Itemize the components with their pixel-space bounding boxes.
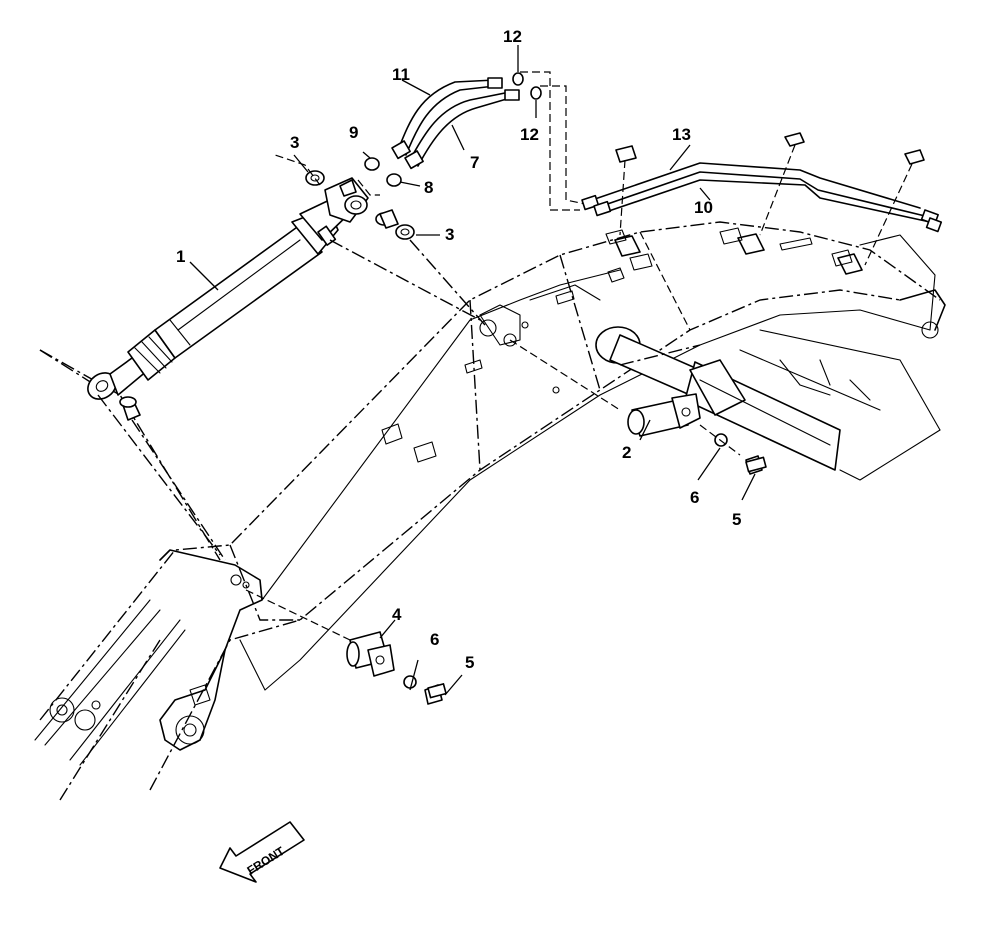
callout-5-lower: 5: [465, 653, 474, 672]
side-brackets: [381, 290, 575, 463]
callout-12-upper: 12: [503, 27, 522, 46]
assembly-lines: [97, 239, 701, 561]
callout-4: 4: [392, 605, 402, 624]
callout-2: 2: [622, 443, 631, 462]
callout-1: 1: [176, 247, 185, 266]
callout-3-upper: 3: [290, 133, 299, 152]
fitting-connectors: [274, 71, 591, 211]
boom-bracket: [479, 284, 601, 394]
callout-5-right: 5: [732, 510, 741, 529]
callout-6-right: 6: [690, 488, 699, 507]
boom-cylinder: [87, 177, 369, 400]
boom-body: [159, 234, 946, 751]
tube-clamps: [605, 132, 925, 283]
callout-3-lower: 3: [445, 225, 454, 244]
steel-tubes: [581, 162, 943, 233]
o-rings: [364, 72, 542, 187]
front-arrow: FRONT: [219, 821, 305, 883]
callout-labels: 1 2 3 3 4 5 5 6 6 7 8 9 10 11 12 12 13: [176, 27, 741, 672]
arm-cylinder: [595, 326, 941, 481]
callout-11: 11: [392, 65, 410, 84]
callout-8: 8: [424, 178, 433, 197]
callout-6-lower: 6: [430, 630, 439, 649]
boom-outline: [39, 221, 941, 801]
washer-3-upper: [305, 170, 325, 186]
hoses: [391, 77, 520, 170]
callout-9: 9: [349, 123, 358, 142]
arm-linkage: [34, 349, 221, 766]
callout-leaders: [189, 45, 756, 696]
callout-7: 7: [470, 153, 479, 172]
callout-12-lower: 12: [520, 125, 539, 144]
callout-13: 13: [672, 125, 691, 144]
washer-3-lower: [395, 224, 415, 240]
callout-10: 10: [694, 198, 713, 217]
bushings: [119, 170, 415, 421]
pin-4-assembly: [245, 589, 447, 705]
